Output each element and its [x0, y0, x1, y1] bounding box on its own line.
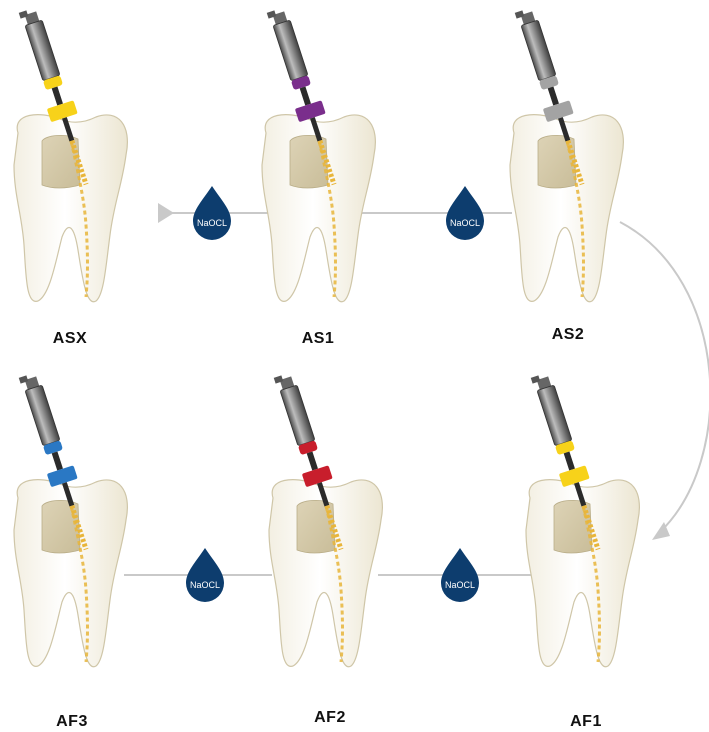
pulp-chamber: [42, 500, 80, 553]
step-label-af2: AF2: [314, 709, 346, 726]
drop-icon: [446, 186, 484, 240]
pulp-chamber: [554, 500, 592, 553]
triangle-arrow-icon: [158, 203, 174, 223]
step-unit-as2: [510, 5, 623, 302]
naocl-drop-3: NaOCL: [186, 548, 224, 602]
file-shaft: [548, 87, 559, 106]
drop-label: NaOCL: [450, 218, 480, 228]
connector-as2-af1-curve: [620, 222, 709, 532]
step-unit-as1: [262, 5, 375, 302]
drop-icon: [193, 186, 231, 240]
step-label-asx: ASX: [53, 330, 87, 347]
file-shaft: [52, 452, 63, 471]
step-unit-af2: [269, 370, 382, 667]
handle-shank: [280, 385, 315, 446]
handle-shank: [273, 20, 308, 81]
file-shaft: [300, 87, 311, 106]
file-shaft: [564, 452, 575, 471]
handle-shank: [537, 385, 572, 446]
drop-icon: [441, 548, 479, 602]
pulp-chamber: [538, 135, 576, 188]
drop-label: NaOCL: [197, 218, 227, 228]
step-label-as1: AS1: [302, 330, 335, 347]
handle-shank: [521, 20, 556, 81]
step-unit-af3: [14, 370, 127, 667]
step-label-as2: AS2: [552, 326, 585, 343]
pulp-chamber: [290, 135, 328, 188]
step-label-af3: AF3: [56, 713, 88, 730]
drop-label: NaOCL: [190, 580, 220, 590]
step-label-af1: AF1: [570, 713, 602, 730]
pulp-chamber: [42, 135, 80, 188]
naocl-drop-1: NaOCL: [193, 186, 231, 240]
drop-icon: [186, 548, 224, 602]
pulp-chamber: [297, 500, 335, 553]
file-shaft: [52, 87, 63, 106]
handle-shank: [25, 20, 60, 81]
drop-label: NaOCL: [445, 580, 475, 590]
naocl-drop-4: NaOCL: [441, 548, 479, 602]
handle-shank: [25, 385, 60, 446]
step-unit-af1: [526, 370, 639, 667]
step-unit-asx: [14, 5, 127, 302]
file-shaft: [307, 452, 318, 471]
naocl-drop-2: NaOCL: [446, 186, 484, 240]
